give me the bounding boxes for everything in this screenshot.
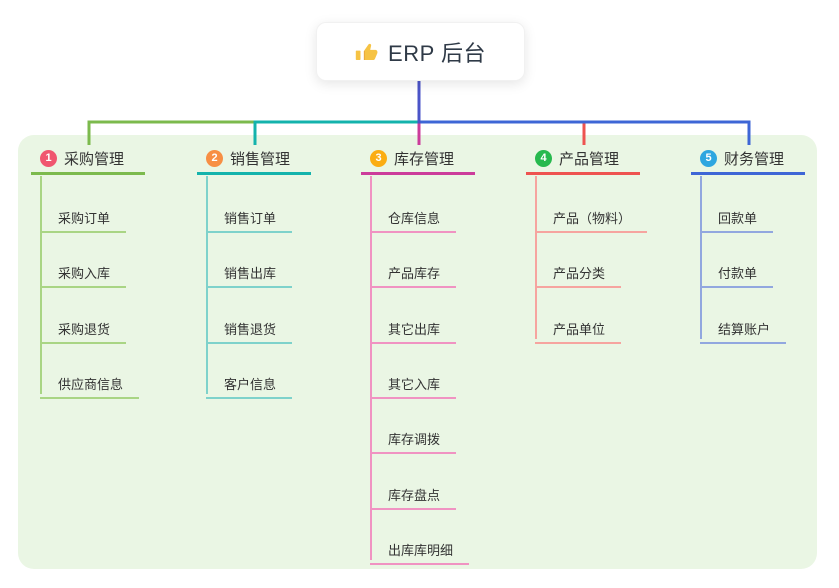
branch-label-5: 财务管理 — [724, 150, 785, 168]
branch-label-1: 采购管理 — [64, 150, 125, 168]
child-node-label: 付款单 — [718, 266, 758, 281]
branch-label-3: 库存管理 — [394, 150, 455, 168]
child-node[interactable]: 出库库明细 — [370, 523, 470, 565]
root-label: ERP 后台 — [388, 40, 486, 66]
child-node[interactable]: 产品分类 — [535, 246, 622, 288]
child-node[interactable]: 产品库存 — [370, 246, 457, 288]
branch-node-4[interactable]: 4 产品管理 — [526, 144, 640, 175]
child-node[interactable]: 销售订单 — [206, 191, 293, 233]
branch-badge-4: 4 — [535, 149, 552, 167]
child-node[interactable]: 产品单位 — [535, 302, 622, 344]
child-node[interactable]: 其它出库 — [370, 302, 457, 344]
branch-badge-3: 3 — [370, 149, 387, 167]
child-node[interactable]: 仓库信息 — [370, 191, 457, 233]
branch-node-3[interactable]: 3 库存管理 — [361, 144, 475, 175]
child-node-label: 采购退货 — [58, 322, 111, 337]
child-node[interactable]: 采购入库 — [40, 246, 127, 288]
child-node[interactable]: 库存调拨 — [370, 412, 457, 454]
branch-node-5[interactable]: 5 财务管理 — [691, 144, 805, 175]
child-node-label: 采购订单 — [58, 211, 111, 226]
branch-badge-1: 1 — [40, 149, 57, 167]
child-node[interactable]: 回款单 — [700, 191, 774, 233]
branch-label-2: 销售管理 — [230, 150, 291, 168]
child-node-label: 产品（物料） — [553, 211, 632, 226]
thumbs-up-icon — [355, 43, 378, 60]
child-node-label: 客户信息 — [224, 377, 277, 392]
background-panel — [18, 135, 817, 569]
child-node-label: 回款单 — [718, 211, 758, 226]
branch-node-2[interactable]: 2 销售管理 — [197, 144, 311, 175]
branch-badge-2: 2 — [206, 149, 223, 167]
child-node-label: 出库库明细 — [388, 543, 454, 558]
child-node[interactable]: 客户信息 — [206, 357, 293, 399]
child-node-label: 结算账户 — [718, 322, 771, 337]
branch-badge-5: 5 — [700, 149, 717, 167]
child-node-label: 库存调拨 — [388, 432, 441, 447]
child-node[interactable]: 销售退货 — [206, 302, 293, 344]
child-node-label: 产品分类 — [553, 266, 606, 281]
child-node-label: 仓库信息 — [388, 211, 441, 226]
child-node[interactable]: 采购退货 — [40, 302, 127, 344]
child-node[interactable]: 销售出库 — [206, 246, 293, 288]
root-node[interactable]: ERP 后台 — [316, 22, 525, 81]
child-node[interactable]: 供应商信息 — [40, 357, 140, 399]
child-node[interactable]: 采购订单 — [40, 191, 127, 233]
child-node-label: 产品库存 — [388, 266, 441, 281]
child-node-label: 销售出库 — [224, 266, 277, 281]
child-node[interactable]: 结算账户 — [700, 302, 787, 344]
child-node[interactable]: 产品（物料） — [535, 191, 648, 233]
child-node-label: 产品单位 — [553, 322, 606, 337]
child-node-label: 销售订单 — [224, 211, 277, 226]
child-node-label: 库存盘点 — [388, 488, 441, 503]
child-node-label: 其它出库 — [388, 322, 441, 337]
child-node-label: 采购入库 — [58, 266, 111, 281]
branch-label-4: 产品管理 — [559, 150, 620, 168]
child-node[interactable]: 付款单 — [700, 246, 774, 288]
child-node-label: 供应商信息 — [58, 377, 124, 392]
child-node[interactable]: 其它入库 — [370, 357, 457, 399]
thumbs-up-shape — [355, 50, 361, 60]
child-node-label: 销售退货 — [224, 322, 277, 337]
child-node[interactable]: 库存盘点 — [370, 468, 457, 510]
child-node-label: 其它入库 — [388, 377, 441, 392]
branch-node-1[interactable]: 1 采购管理 — [31, 144, 145, 175]
